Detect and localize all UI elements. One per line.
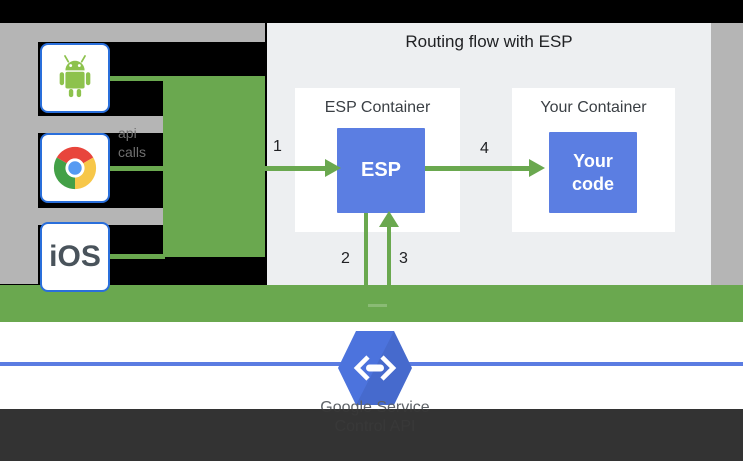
esp-container-title: ESP Container (324, 99, 431, 116)
api-calls-line-2: calls (118, 144, 147, 160)
band-accent-tick (366, 304, 390, 307)
arrow-1-head (325, 159, 341, 177)
flow-step-2: 2 (341, 250, 350, 267)
esp-box: ESP (337, 128, 425, 213)
android-robot-icon (59, 55, 91, 98)
flow-step-1: 1 (273, 138, 282, 155)
chrome-client-box (40, 133, 110, 203)
chrome-connector-line (108, 166, 165, 171)
android-client-box (40, 43, 110, 113)
flow-step-3: 3 (399, 250, 408, 267)
cloud-endpoints-hexagon-icon (338, 331, 412, 405)
esp-box-label: ESP (360, 159, 402, 181)
your-code-line-1: Your (573, 150, 613, 171)
arrow-3-head (379, 211, 399, 227)
gray-frame-right (711, 23, 743, 285)
arrow-3-line (387, 226, 391, 322)
arrow-2-line (364, 213, 368, 308)
green-service-band (0, 285, 743, 322)
flow-step-4: 4 (480, 140, 489, 157)
bottom-dark-bar (0, 409, 743, 461)
api-calls-label: api calls (118, 124, 164, 162)
your-code-box: Your code (549, 132, 637, 213)
arrow-1-line (265, 166, 325, 171)
chrome-browser-icon (53, 146, 97, 190)
ios-connector-line (108, 254, 165, 259)
gray-frame-top (0, 23, 265, 42)
your-container-title: Your Container (540, 99, 647, 116)
api-calls-line-1: api (118, 125, 137, 141)
green-flow-block (163, 76, 265, 257)
gray-frame-left (0, 23, 38, 284)
panel-title: Routing flow with ESP (405, 32, 573, 51)
ios-client-box: iOS (40, 222, 110, 292)
arrow-4-line (425, 166, 529, 171)
android-connector-line (108, 76, 165, 81)
gray-frame-row-1 (0, 116, 163, 133)
arrow-4-head (529, 159, 545, 177)
your-code-line-2: code (571, 173, 614, 194)
ios-label: iOS (49, 240, 101, 273)
gray-frame-row-2 (0, 208, 163, 225)
